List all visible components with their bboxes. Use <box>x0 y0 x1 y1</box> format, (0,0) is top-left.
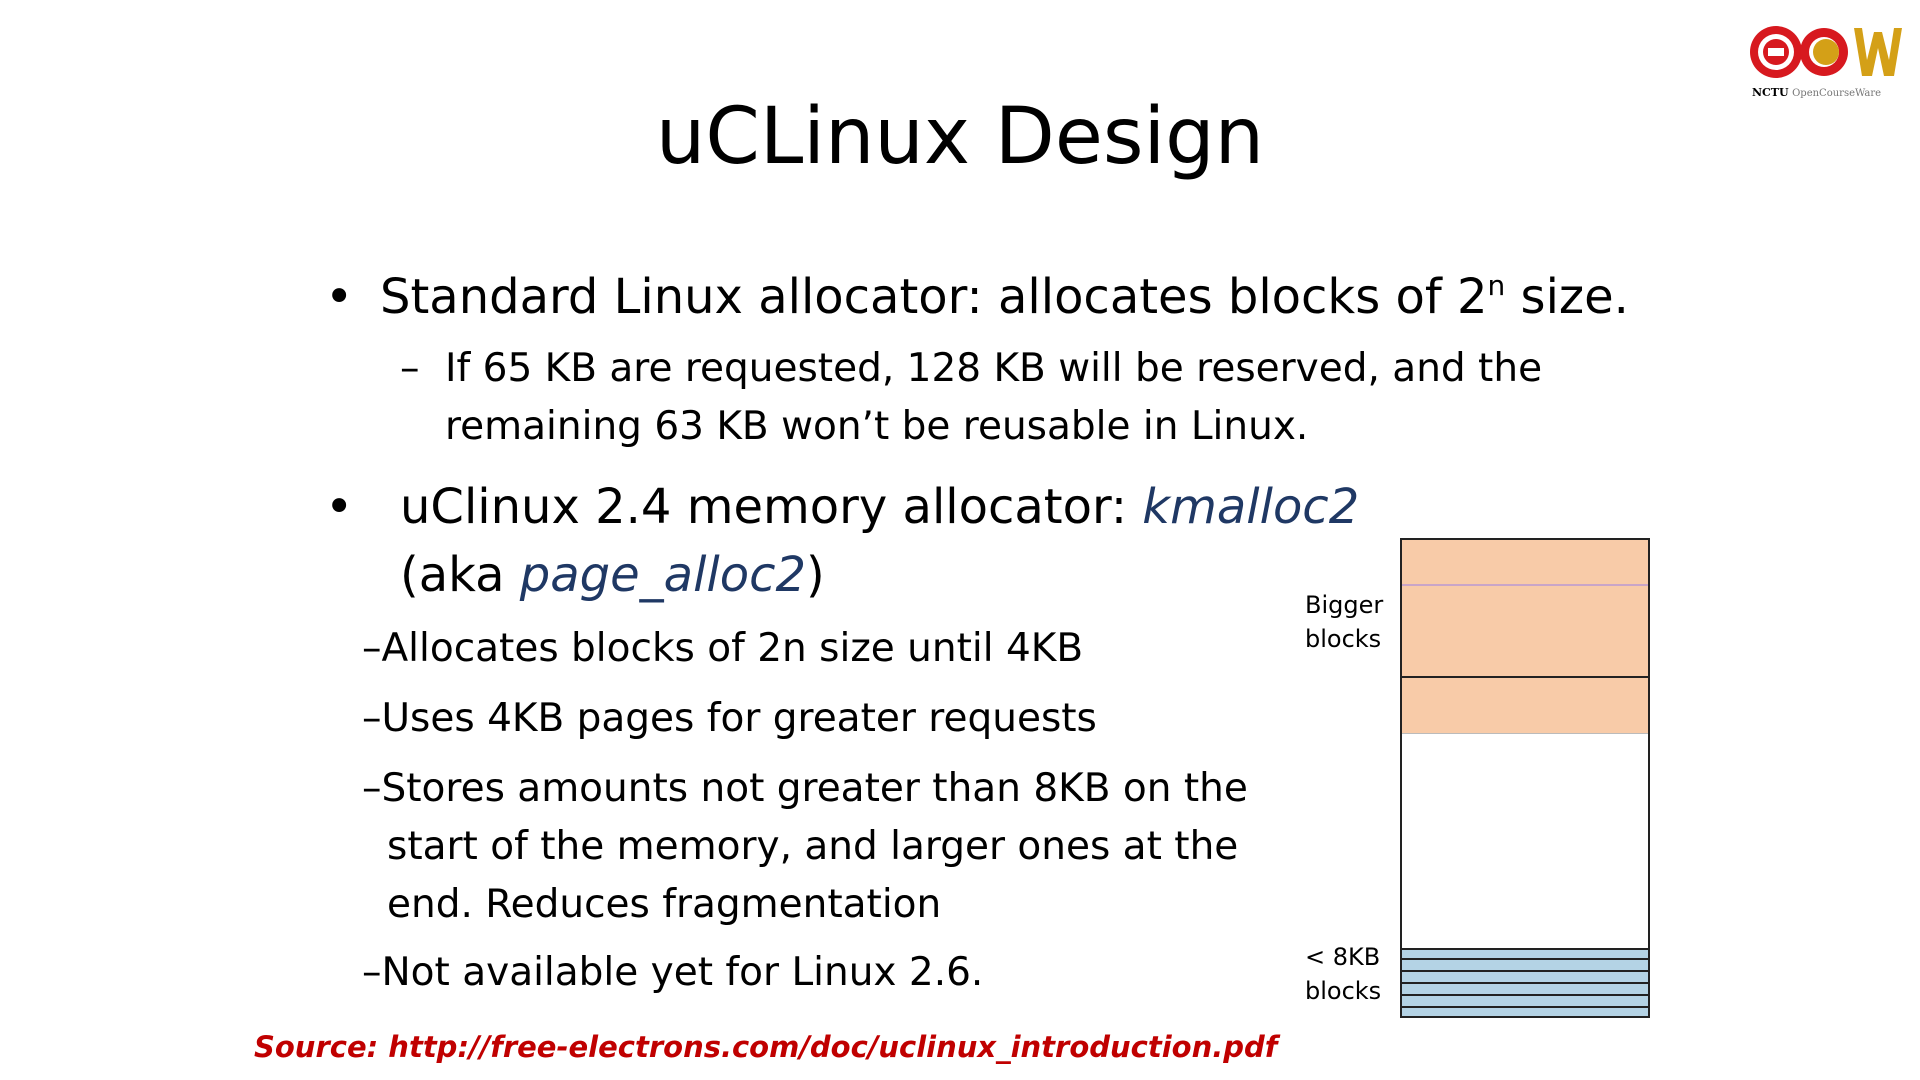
logo-caption: OpenCourseWare <box>1792 88 1882 99</box>
memory-diagram <box>1400 538 1650 1018</box>
ocw-logo <box>1750 26 1902 78</box>
bullet-2-page-alloc2: page_alloc2 <box>519 547 807 603</box>
sub-bullet-1-1: – If 65 KB are requested, 128 KB will be… <box>400 340 1543 456</box>
label-blocks-bottom: blocks <box>1305 977 1382 1005</box>
label-bigger: Bigger <box>1305 591 1384 619</box>
label-blocks-top: blocks <box>1305 625 1382 653</box>
slide-title: uCLinux Design <box>655 92 1265 182</box>
bullet-1-text-end: size. <box>1505 269 1629 325</box>
memory-region-small-4 <box>1402 982 1648 994</box>
bullet-2-text: uClinux 2.4 memory allocator: <box>400 479 1143 535</box>
bullet-dot: • <box>325 269 354 325</box>
ocw-logo-w-icon <box>1854 28 1902 76</box>
sub-bullet-2-3: –Stores amounts not greater than 8KB on … <box>362 760 1248 934</box>
memory-region-free <box>1402 734 1648 948</box>
bullet-1-superscript: n <box>1487 269 1506 302</box>
bullet-2: • uClinux 2.4 memory allocator: kmalloc2… <box>325 478 1360 604</box>
sub-bullet-1-1-line1: If 65 KB are requested, 128 KB will be r… <box>445 346 1543 391</box>
diagram-label-small-blocks: < 8KB blocks <box>1305 940 1381 1008</box>
sub-bullet-2-3-line3: end. Reduces fragmentation <box>387 882 942 927</box>
memory-region-small-6 <box>1402 1006 1648 1016</box>
sub-bullet-2-3-line1: –Stores amounts not greater than 8KB on … <box>362 766 1248 811</box>
memory-region-large-1 <box>1402 540 1648 586</box>
logo-institution: NCTU <box>1752 86 1789 99</box>
bullet-2-aka-close: ) <box>806 547 825 603</box>
memory-region-small-5 <box>1402 994 1648 1006</box>
sub-bullet-2-3-line2: start of the memory, and larger ones at … <box>387 824 1239 869</box>
bullet-dot: • <box>325 479 354 535</box>
sub-bullet-2-2: –Uses 4KB pages for greater requests <box>362 696 1097 741</box>
bullet-1-text: Standard Linux allocator: allocates bloc… <box>380 269 1488 325</box>
sub-bullet-2-4: –Not available yet for Linux 2.6. <box>362 950 984 995</box>
memory-region-small-1 <box>1402 948 1648 958</box>
sub-bullet-2-1: –Allocates blocks of 2n size until 4KB <box>362 626 1084 671</box>
source-citation: Source: http://free-electrons.com/doc/uc… <box>254 1030 1278 1064</box>
memory-region-small-3 <box>1402 970 1648 982</box>
memory-region-small-2 <box>1402 958 1648 970</box>
bullet-2-aka-open: (aka <box>400 547 520 603</box>
memory-region-large-3 <box>1402 678 1648 734</box>
sub-bullet-dash: – <box>400 346 420 391</box>
sub-bullet-1-1-line2: remaining 63 KB won’t be reusable in Lin… <box>445 404 1309 449</box>
diagram-label-bigger-blocks: Bigger blocks <box>1305 588 1383 656</box>
bullet-2-kmalloc2: kmalloc2 <box>1142 479 1360 535</box>
ocw-logo-caption: NCTU OpenCourseWare <box>1752 86 1881 99</box>
label-8kb: < 8KB <box>1305 943 1381 971</box>
bullet-1: • Standard Linux allocator: allocates bl… <box>325 268 1629 326</box>
memory-region-large-2 <box>1402 586 1648 678</box>
